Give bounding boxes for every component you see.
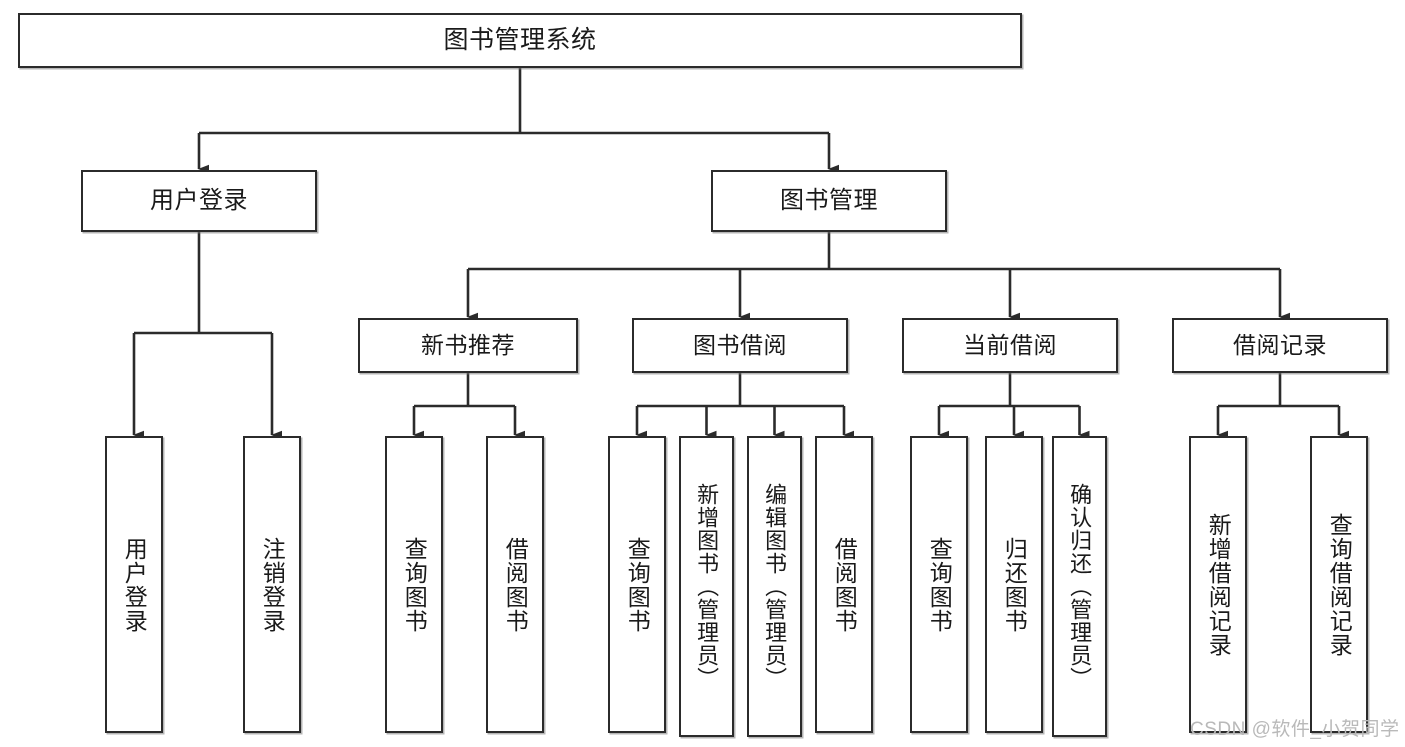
node-leaf-user-login[interactable]: 用户登录 [105,436,163,733]
node-label: 借阅图书 [502,536,529,633]
node-label: 查询图书 [926,536,953,633]
node-label: 借阅记录 [1233,331,1327,358]
connector-lines [132,68,1349,440]
node-user-login[interactable]: 用户登录 [81,170,317,232]
node-label: 图书管理系统 [443,25,597,54]
node-label: 新书推荐 [421,331,515,358]
node-label: 当前借阅 [963,331,1057,358]
node-leaf-query-book-brw[interactable]: 查询图书 [608,436,666,733]
node-label: 图书借阅 [693,331,787,358]
node-label: 用户登录 [121,536,148,633]
node-label: 新增借阅记录 [1205,512,1232,657]
node-new-book-rec[interactable]: 新书推荐 [358,318,578,373]
node-book-borrow[interactable]: 图书借阅 [632,318,848,373]
node-label: 新增图书（管理员） [694,483,720,690]
node-label: 编辑图书（管理员） [762,483,788,690]
node-label: 借阅图书 [831,536,858,633]
node-leaf-add-record[interactable]: 新增借阅记录 [1189,436,1247,733]
node-leaf-edit-book[interactable]: 编辑图书（管理员） [747,436,802,737]
node-label: 用户登录 [150,186,248,214]
node-leaf-return-book[interactable]: 归还图书 [985,436,1043,733]
node-label: 确认归还（管理员） [1067,483,1093,690]
node-leaf-borrow-book-brw[interactable]: 借阅图书 [815,436,873,733]
node-label: 查询图书 [624,536,651,633]
node-leaf-add-book[interactable]: 新增图书（管理员） [679,436,734,737]
node-leaf-confirm-return[interactable]: 确认归还（管理员） [1052,436,1107,737]
node-leaf-borrow-book-rec[interactable]: 借阅图书 [486,436,544,733]
node-current-borrow[interactable]: 当前借阅 [902,318,1118,373]
node-label: 图书管理 [780,186,878,214]
node-root[interactable]: 图书管理系统 [18,13,1022,68]
node-borrow-record[interactable]: 借阅记录 [1172,318,1388,373]
node-leaf-query-book-cur[interactable]: 查询图书 [910,436,968,733]
node-label: 查询借阅记录 [1326,512,1353,657]
node-label: 查询图书 [401,536,428,633]
node-leaf-query-book-rec[interactable]: 查询图书 [385,436,443,733]
node-leaf-logout[interactable]: 注销登录 [243,436,301,733]
node-label: 归还图书 [1001,536,1028,633]
node-book-manage[interactable]: 图书管理 [711,170,947,232]
node-label: 注销登录 [259,536,286,633]
node-leaf-query-record[interactable]: 查询借阅记录 [1310,436,1368,733]
